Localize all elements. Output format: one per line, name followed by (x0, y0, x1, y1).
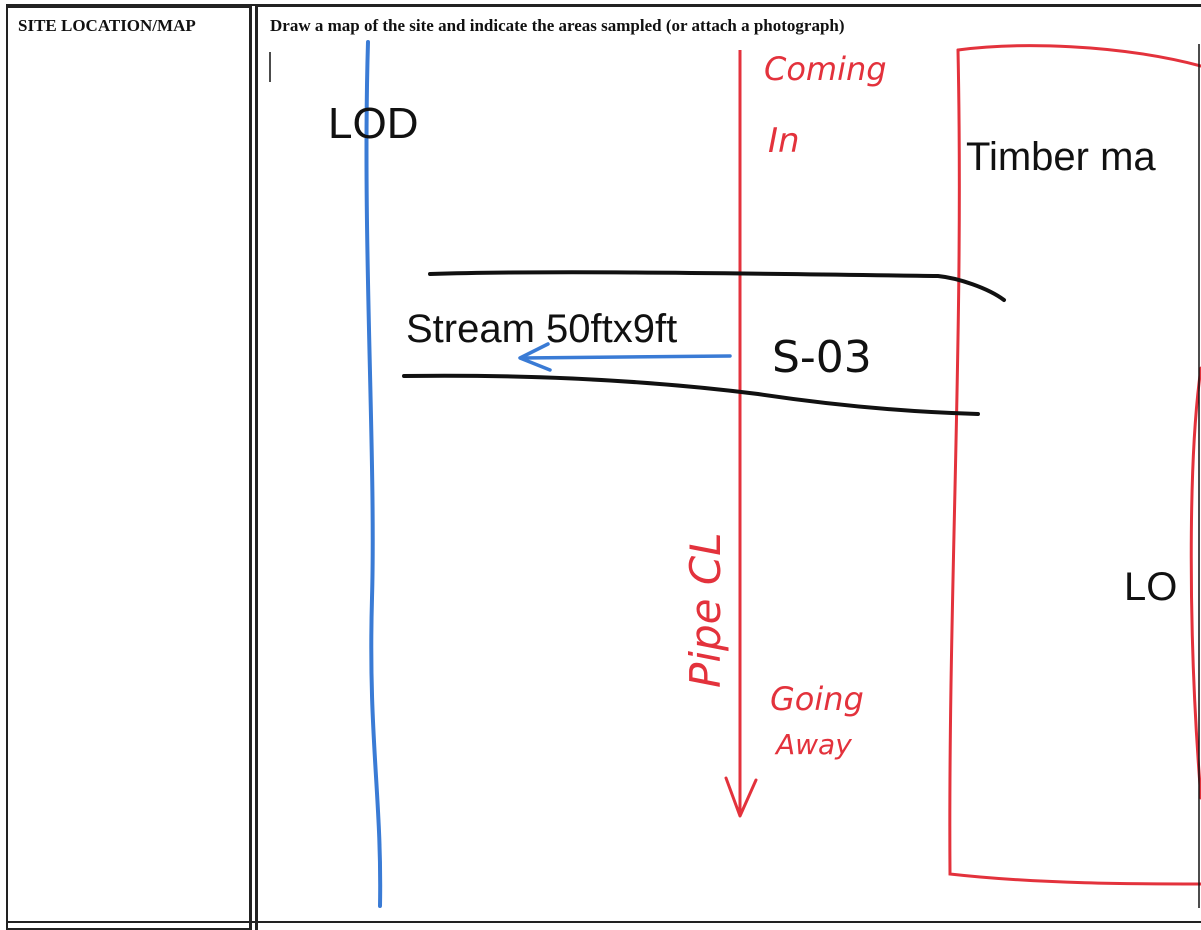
table-bottom-border (6, 921, 1201, 923)
label-cell (6, 6, 249, 930)
coming-in-label-line2: In (768, 121, 800, 161)
pipe-arrowhead (724, 776, 758, 818)
flow-direction-arrow (520, 354, 732, 360)
pipe-centerline-label: Pipe CL (681, 532, 730, 688)
stream-bank-lower (402, 373, 980, 416)
site-map-sketch: LOD Timber ma Stream 50ftx9ft LO Coming … (258, 38, 1201, 920)
map-instruction: Draw a map of the site and indicate the … (270, 16, 845, 35)
flow-arrowhead (518, 342, 552, 372)
cell-divider-gap (252, 6, 255, 930)
lod-right-label: LO (1124, 565, 1177, 609)
lod-boundary-line (364, 40, 383, 908)
going-away-label-line1: Going (770, 680, 864, 718)
timber-mat-right-edge (1189, 366, 1201, 800)
coming-in-label-line1: Coming (764, 50, 887, 88)
timber-mat-outline (948, 48, 1201, 886)
cell-divider-right (255, 6, 258, 930)
site-map-drawing: LOD Timber ma Stream 50ftx9ft LO Coming … (269, 40, 1201, 908)
lod-left-label: LOD (328, 99, 418, 148)
cell-divider-left (249, 6, 252, 930)
table-top-border (6, 4, 1201, 7)
timber-mat-label: Timber ma (966, 135, 1156, 179)
sample-id-label: S-03 (772, 332, 872, 383)
timber-mat-top-edge (956, 44, 1201, 68)
stream-bank-upper (428, 270, 1006, 302)
stream-label: Stream 50ftx9ft (406, 307, 677, 351)
going-away-label-line2: Away (774, 728, 852, 761)
field-label: SITE LOCATION/MAP (18, 16, 196, 35)
